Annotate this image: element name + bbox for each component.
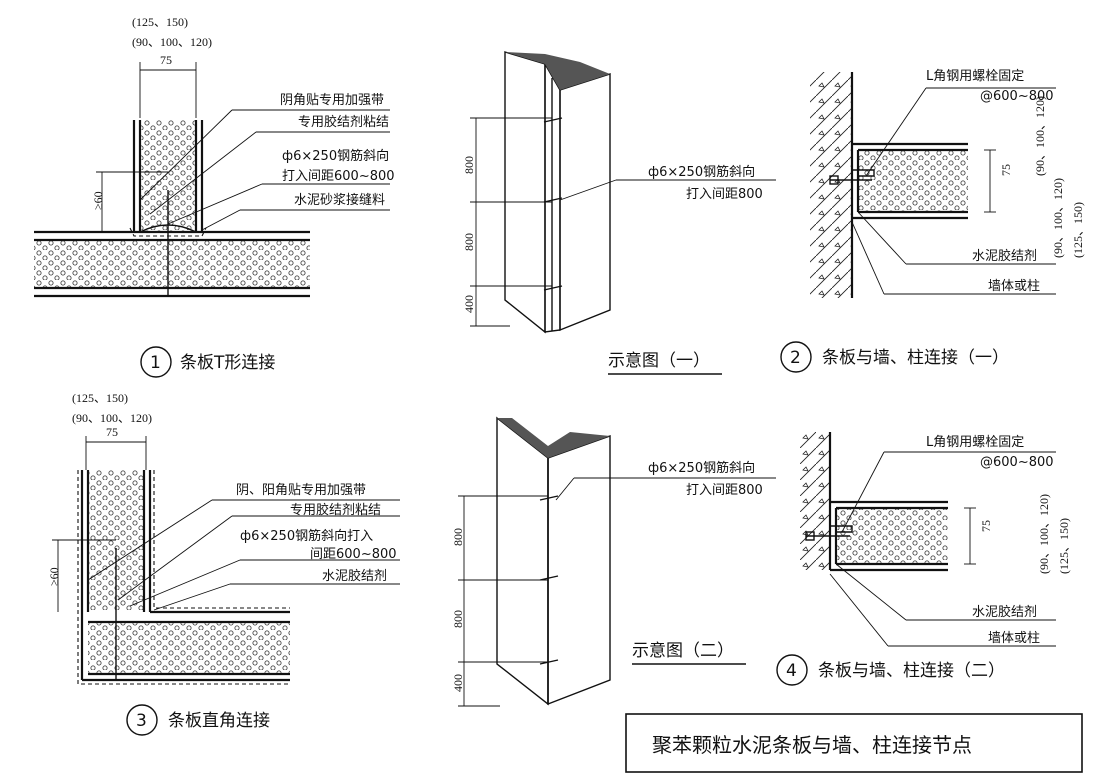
s2-dim-3: 400 <box>451 674 465 692</box>
d4-note-bottom-1: 水泥胶结剂 <box>972 604 1037 620</box>
s2-dim-1: 800 <box>451 528 465 546</box>
detail-3-right-angle: (125、150) (90、100、120) 75 ≥60 阴、阳角贴专用加强带… <box>47 391 400 736</box>
d3-note-3: ф6×250钢筋斜向打入 <box>240 528 373 544</box>
d4-wall <box>800 432 830 570</box>
d4-angle-steel <box>830 525 853 533</box>
title-frame <box>625 713 1083 773</box>
d1-dim-side: ≥60 <box>91 191 105 210</box>
s2-panel-top <box>497 418 610 458</box>
d2-note-bottom-2: 墙体或柱 <box>988 279 1040 294</box>
d2-number: 2 <box>790 348 801 368</box>
d4-caption: 条板与墙、柱连接（二） <box>818 661 1005 681</box>
d2-note-top-1: L角钢用螺栓固定 <box>926 69 1024 84</box>
d1-note-2: 专用胶结剂粘结 <box>298 114 389 130</box>
s1-panel-top <box>505 52 610 90</box>
s1-dim-3: 400 <box>462 295 476 313</box>
d1-dim-top1: (125、150) <box>132 15 188 29</box>
d3-note-5: 水泥胶结剂 <box>322 568 387 584</box>
s2-caption: 示意图（二） <box>632 641 734 661</box>
s2-panel-left <box>496 416 549 706</box>
d4-dim-b: 75 <box>979 520 993 532</box>
d3-note-2: 专用胶结剂粘结 <box>290 502 381 518</box>
d3-dim-width: 75 <box>106 425 118 439</box>
sketch-1: 800 800 400 ф6×250钢筋斜向 打入间距800 示意图（一） <box>462 51 776 375</box>
d1-note-3: ф6×250钢筋斜向 <box>282 148 389 164</box>
s1-note-1: ф6×250钢筋斜向 <box>648 164 755 180</box>
d3-dim-side: ≥60 <box>47 567 61 586</box>
d1-caption: 条板T形连接 <box>180 353 275 373</box>
d4-panel <box>836 508 948 564</box>
d3-caption: 条板直角连接 <box>168 711 270 731</box>
s2-rebar-ticks <box>539 495 559 665</box>
detail-1-t-connection: (125、150) (90、100、120) 75 ≥60 <box>34 15 395 378</box>
s1-dim-1: 800 <box>462 156 476 174</box>
d1-dim-width: 75 <box>160 53 172 67</box>
d2-dim-b: 75 <box>999 164 1013 176</box>
d2-caption: 条板与墙、柱连接（一） <box>822 348 1009 368</box>
d2-number-circle <box>780 341 812 373</box>
d1-note-4: 打入间距600~800 <box>282 169 395 184</box>
d4-dim-d: (125、150) <box>1057 518 1071 574</box>
d2-dim-c: (90、100、120) <box>1051 178 1065 258</box>
d4-note-bottom-2: 墙体或柱 <box>988 631 1040 646</box>
d1-note-5: 水泥砂浆接缝料 <box>294 192 385 208</box>
s2-panel-right <box>547 435 611 706</box>
d4-dim-c: (90、100、120) <box>1037 494 1051 574</box>
s1-note-2: 打入间距800 <box>686 187 763 202</box>
d2-dim-d: (125、150) <box>1071 202 1085 258</box>
s1-panel-left <box>504 51 546 334</box>
d1-note-1: 阴角贴专用加强带 <box>280 93 384 108</box>
s1-dim-2: 800 <box>462 233 476 251</box>
d2-dim-a: (90、100、120) <box>1033 96 1047 176</box>
detail-2-wall-connection-1: 75 (90、100、120) (90、100、120) (125、150) L… <box>780 69 1085 373</box>
d4-note-top-1: L角钢用螺栓固定 <box>926 435 1024 450</box>
d4-note-top-2: @600~800 <box>980 455 1054 470</box>
s2-dim-2: 800 <box>451 610 465 628</box>
d3-number: 3 <box>136 711 147 731</box>
s2-note-2: 打入间距800 <box>686 483 763 498</box>
d2-panel <box>858 150 968 212</box>
d4-number-circle <box>776 654 808 686</box>
d3-dim-top2: (90、100、120) <box>72 411 152 425</box>
sheet-title: 聚苯颗粒水泥条板与墙、柱连接节点 <box>652 733 972 757</box>
d1-number-circle <box>140 346 172 378</box>
d3-horizontal-panel <box>88 622 290 674</box>
d4-number: 4 <box>786 661 797 681</box>
d1-dim-top2: (90、100、120) <box>132 35 212 49</box>
sketch-2: 800 800 400 ф6×250钢筋斜向 打入间距800 示意图（二） <box>451 416 776 707</box>
d2-note-bottom-1: 水泥胶结剂 <box>972 248 1037 264</box>
s1-rebar-ticks <box>543 117 563 291</box>
d3-number-circle <box>126 704 158 736</box>
d1-horizontal-panel <box>34 240 310 288</box>
d1-number: 1 <box>150 353 161 373</box>
title-block: 聚苯颗粒水泥条板与墙、柱连接节点 <box>625 713 1083 773</box>
d3-dim-top1: (125、150) <box>72 391 128 405</box>
s1-caption: 示意图（一） <box>608 351 710 371</box>
s2-note-1: ф6×250钢筋斜向 <box>648 460 755 476</box>
s1-panel-right <box>559 73 611 332</box>
d2-wall <box>810 72 852 298</box>
d2-note-top-2: @600~800 <box>980 89 1054 104</box>
d3-note-1: 阴、阳角贴专用加强带 <box>236 483 366 498</box>
detail-4-wall-connection-2: 75 (90、100、120) (125、150) L角钢用螺栓固定 @600~… <box>776 432 1071 686</box>
d3-note-4: 间距600~800 <box>310 547 397 562</box>
